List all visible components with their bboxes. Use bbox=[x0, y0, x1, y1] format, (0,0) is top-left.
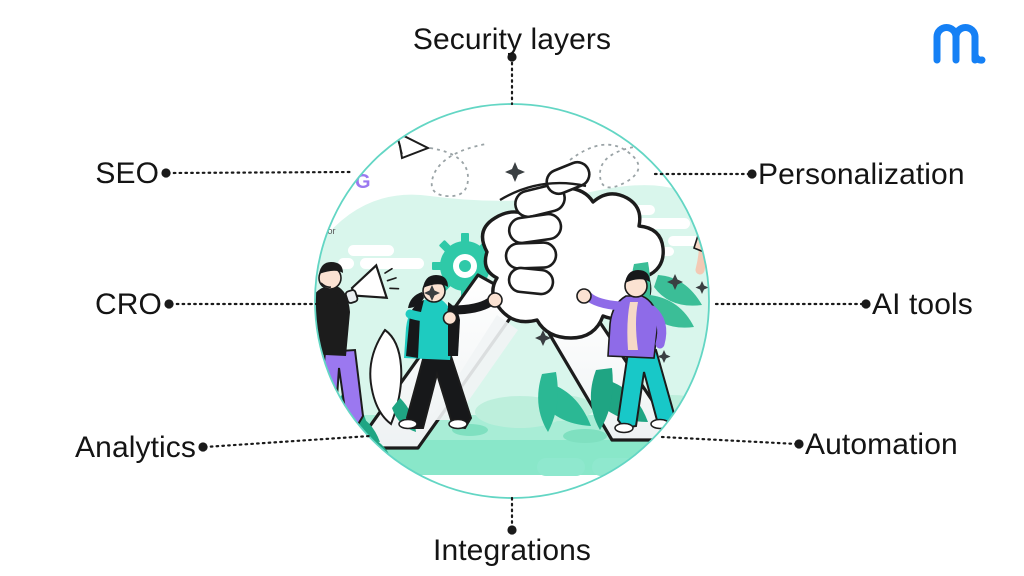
label-cro[interactable]: CRO bbox=[95, 288, 162, 321]
dot-integrations bbox=[507, 525, 517, 535]
person-center bbox=[398, 275, 503, 430]
dot-ai-tools bbox=[861, 299, 871, 309]
dot-automation bbox=[794, 439, 804, 449]
dot-personalization bbox=[747, 169, 757, 179]
label-automation[interactable]: Automation bbox=[805, 428, 958, 461]
dot-cro bbox=[164, 299, 174, 309]
flight-path bbox=[429, 143, 641, 198]
dot-seo bbox=[161, 168, 171, 178]
connector-seo bbox=[166, 170, 354, 175]
person-right bbox=[576, 270, 676, 434]
letter-m-logo[interactable] bbox=[930, 18, 994, 66]
label-security-layers[interactable]: Security layers bbox=[412, 23, 612, 56]
label-integrations[interactable]: Integrations bbox=[433, 534, 591, 567]
dot-analytics bbox=[198, 442, 208, 452]
connector-analytics bbox=[203, 434, 372, 449]
label-seo[interactable]: SEO bbox=[95, 157, 159, 190]
label-personalization[interactable]: Personalization bbox=[758, 158, 965, 191]
sparkle-group bbox=[424, 162, 709, 363]
label-analytics[interactable]: Analytics bbox=[75, 431, 196, 464]
dot-security-layers bbox=[507, 52, 517, 62]
connector-automation bbox=[660, 435, 799, 446]
watermark-word: for bbox=[325, 226, 336, 236]
label-ai-tools[interactable]: AI tools bbox=[872, 288, 973, 321]
